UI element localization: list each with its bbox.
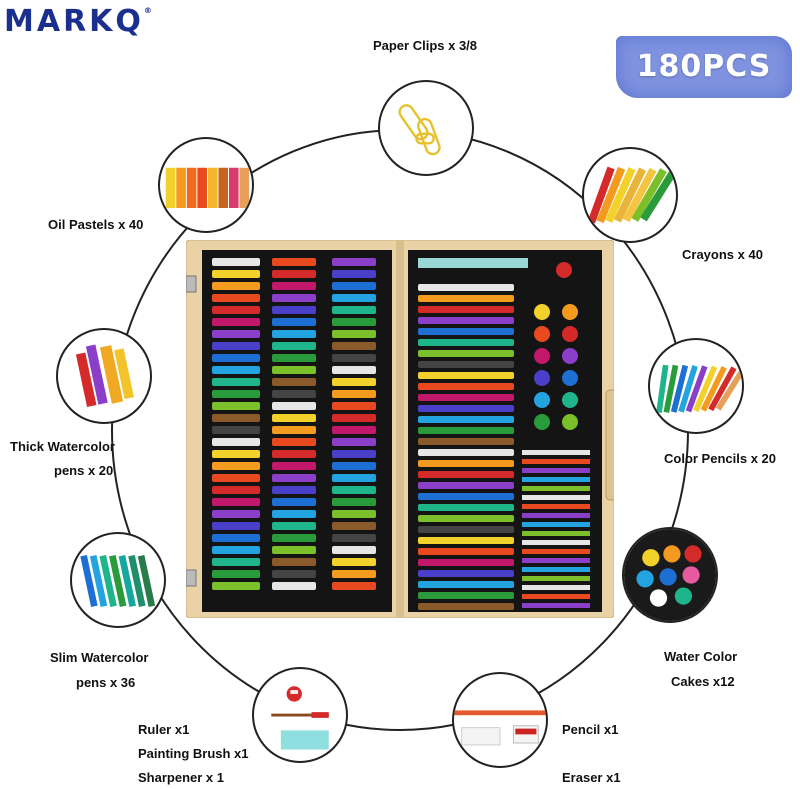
color-pencil-icon [656, 364, 742, 413]
thick-pen-icon [75, 344, 134, 408]
label-crayons: Crayons x 40 [682, 247, 763, 262]
label-water-color-1: Water Color [664, 649, 738, 664]
label-painting-brush: Painting Brush x1 [138, 746, 249, 761]
piece-count-badge: 180PCS [616, 36, 792, 98]
crayon-icon [587, 166, 676, 224]
piece-count-text: 180PCS [636, 49, 772, 84]
label-eraser: Eraser x1 [562, 770, 621, 785]
paint-cake-icon [624, 529, 716, 621]
brand-name: MARKQ [4, 4, 144, 39]
slim-pen-icon [80, 555, 156, 608]
paper-clip-icon [398, 104, 441, 156]
art-case-image [186, 240, 614, 618]
label-thick-watercolor-1: Thick Watercolor [10, 439, 115, 454]
oil-pastel-icon [165, 167, 250, 208]
brand-logo: MARKQ® [4, 4, 152, 39]
label-sharpener: Sharpener x 1 [138, 770, 224, 785]
label-oil-pastels: Oil Pastels x 40 [48, 217, 144, 232]
pencil-icon [454, 710, 546, 746]
label-color-pencils: Color Pencils x 20 [664, 451, 776, 466]
crayons-bubble [582, 147, 678, 243]
label-slim-watercolor-1: Slim Watercolor [50, 650, 149, 665]
ruler-icon [271, 686, 329, 750]
slim-watercolor-bubble [70, 532, 166, 628]
paper-clips-bubble [378, 80, 474, 176]
ruler-brush-sharpener-bubble [252, 667, 348, 763]
label-water-color-2: Cakes x12 [671, 674, 735, 689]
label-slim-watercolor-2: pens x 36 [76, 675, 136, 690]
label-paper-clips: Paper Clips x 3/8 [372, 38, 478, 53]
label-ruler: Ruler x1 [138, 722, 190, 737]
thick-watercolor-bubble [56, 328, 152, 424]
oil-pastels-bubble [158, 137, 254, 233]
label-pencil: Pencil x1 [562, 722, 619, 737]
registered-mark: ® [143, 6, 152, 15]
water-color-bubble [622, 527, 718, 623]
color-pencils-bubble [648, 338, 744, 434]
pencil-eraser-bubble [452, 672, 548, 768]
label-thick-watercolor-2: pens x 20 [54, 463, 114, 478]
